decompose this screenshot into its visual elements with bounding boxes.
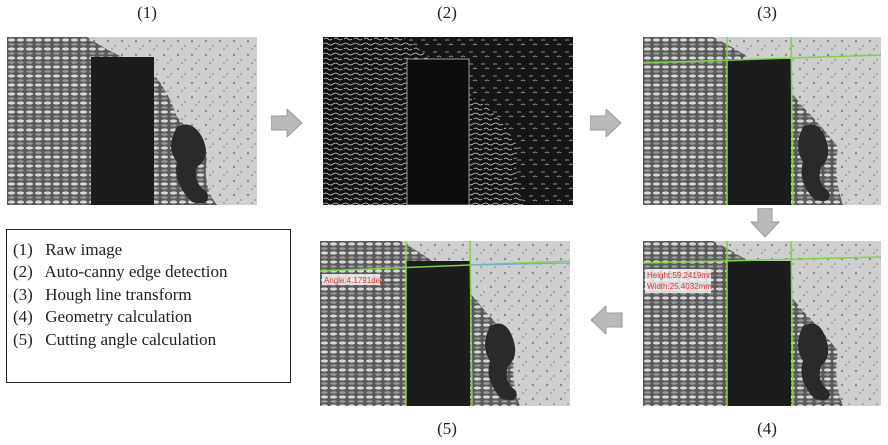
angle-readout: Angle:4.1791deg [324,276,385,285]
legend-item: (4) Geometry calculation [13,307,193,327]
arrow-right-1-icon [271,109,303,137]
panel-3-caption: (3) [757,3,777,22]
geometry-image: Height:59.2419mm Width:25.4032mm [643,241,881,406]
legend-item: (1) Raw image [13,240,123,259]
hough-image [643,37,881,205]
raw-image [7,37,257,205]
legend-item: (5) Cutting angle calculation [13,329,217,349]
height-readout: Height:59.2419mm [647,271,715,280]
legend-item: (2) Auto-canny edge detection [13,262,228,282]
arrow-left-icon [591,306,623,334]
edge-detection-panel [323,37,573,205]
geometry-panel: Height:59.2419mm Width:25.4032mm [643,241,881,406]
hough-lines-panel [643,37,881,205]
angle-image: Angle:4.1791deg [320,241,570,406]
panel-2-caption: (2) [437,3,457,22]
legend-item: (3) Hough line transform [13,284,192,304]
edge-image [323,37,573,205]
arrow-right-2-icon [590,109,622,137]
arrow-down-icon [750,208,780,238]
panel-1-caption: (1) [137,3,157,22]
width-readout: Width:25.4032mm [647,282,712,291]
cutting-angle-panel: Angle:4.1791deg [320,241,570,406]
panel-5-caption: (5) [437,419,457,438]
legend-box: (1) Raw image (2) Auto-canny edge detect… [6,229,291,383]
panel-4-caption: (4) [757,419,777,438]
raw-image-panel [7,37,257,205]
